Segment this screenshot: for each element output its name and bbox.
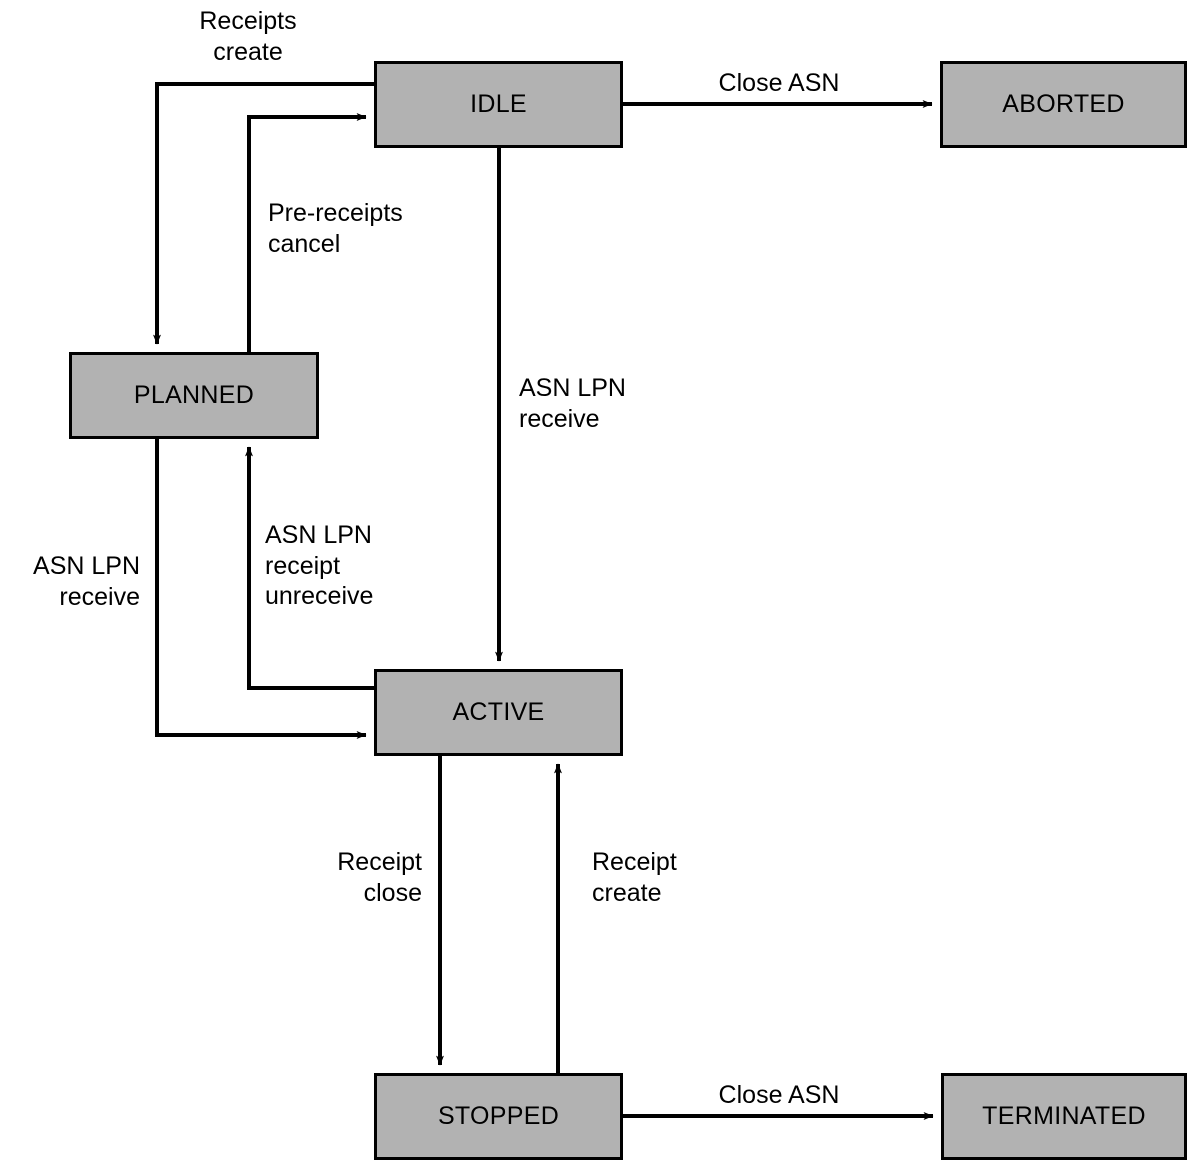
edge-idle-to-planned [153, 82, 374, 345]
edge-planned-to-active [155, 439, 367, 739]
state-label-idle: IDLE [470, 90, 527, 118]
state-node-planned[interactable]: PLANNED [69, 352, 319, 439]
state-node-active[interactable]: ACTIVE [374, 669, 623, 756]
state-node-aborted[interactable]: ABORTED [940, 61, 1187, 148]
state-label-planned: PLANNED [133, 381, 255, 409]
edge-label-asn-lpn-receive-planned-active: ASN LPN receive [33, 552, 140, 611]
edge-label-receipt-create: Receipt create [592, 848, 677, 907]
edge-active-to-planned [245, 446, 374, 690]
edge-label-pre-receipts-cancel: Pre-receipts cancel [268, 199, 403, 258]
edge-label-asn-lpn-receive-idle-active: ASN LPN receive [519, 374, 626, 433]
state-node-terminated[interactable]: TERMINATED [941, 1073, 1187, 1160]
edge-label-close-asn-aborted: Close ASN [718, 69, 840, 97]
edge-planned-to-idle [247, 113, 367, 439]
state-node-idle[interactable]: IDLE [374, 61, 623, 148]
edge-label-receipt-close: Receipt close [337, 848, 422, 907]
state-label-terminated: TERMINATED [982, 1102, 1146, 1130]
state-node-stopped[interactable]: STOPPED [374, 1073, 623, 1160]
state-label-aborted: ABORTED [1002, 90, 1125, 118]
state-label-active: ACTIVE [452, 698, 545, 726]
edge-label-asn-lpn-receipt-unreceive: ASN LPN receipt unreceive [265, 521, 374, 610]
edge-label-receipts-create: Receipts create [199, 7, 297, 66]
edge-label-close-asn-terminated: Close ASN [718, 1081, 840, 1109]
state-label-stopped: STOPPED [437, 1102, 560, 1130]
